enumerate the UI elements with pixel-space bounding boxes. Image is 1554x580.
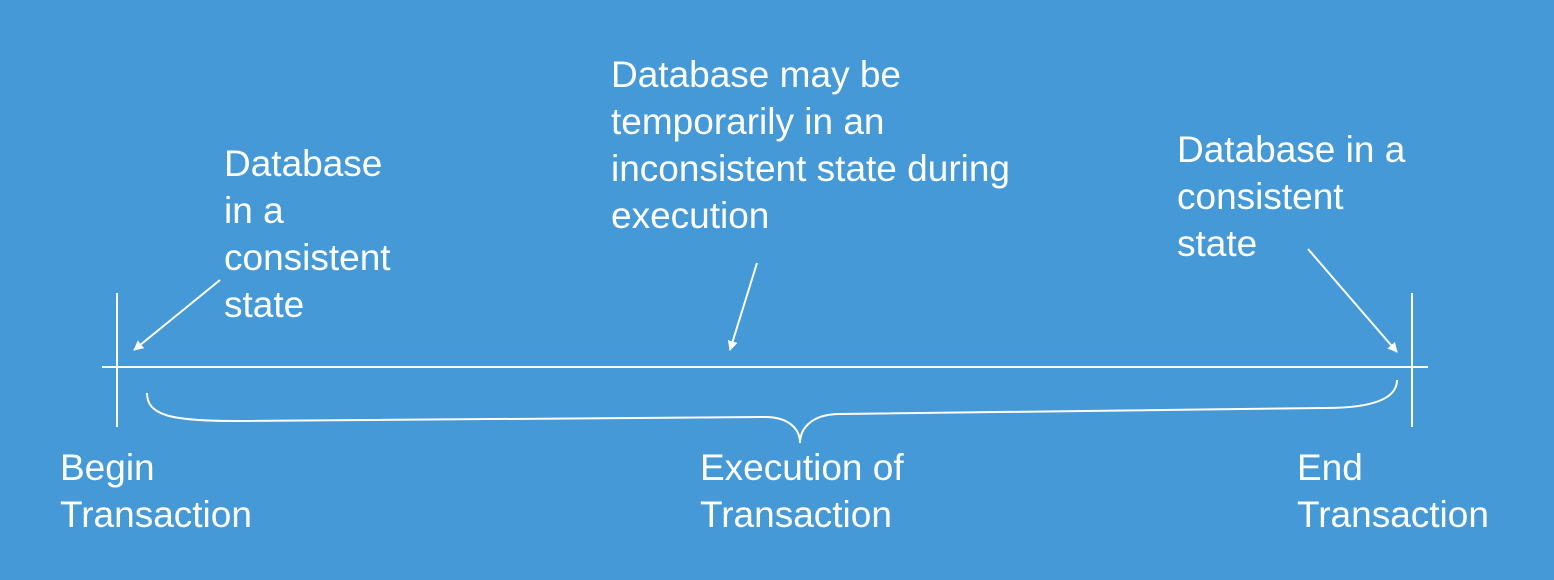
end-state-line: Database in a: [1177, 129, 1406, 170]
end-state-line: state: [1177, 223, 1258, 264]
start-state-line: Database: [224, 143, 383, 184]
end-state-label: Database in a consistent state: [1177, 126, 1405, 267]
execution-line: Execution of: [700, 447, 904, 488]
begin-line: Begin: [60, 447, 155, 488]
middle-state-line: execution: [611, 195, 770, 236]
end-line: Transaction: [1297, 494, 1489, 535]
start-state-line: consistent: [224, 237, 391, 278]
middle-state-line: inconsistent state during: [611, 148, 1011, 189]
begin-transaction-label: Begin Transaction: [60, 444, 252, 538]
middle-state-line: Database may be: [611, 54, 902, 95]
end-line: End: [1297, 447, 1363, 488]
begin-line: Transaction: [60, 494, 252, 535]
execution-brace: [146, 379, 1398, 444]
execution-transaction-label: Execution of Transaction: [700, 444, 904, 538]
start-state-label: Database in a consistent state: [224, 140, 391, 328]
start-state-line: state: [224, 284, 305, 325]
middle-state-arrow: [727, 262, 758, 351]
end-state-arrow: [1307, 248, 1398, 353]
end-transaction-label: End Transaction: [1297, 444, 1489, 538]
end-state-line: consistent: [1177, 176, 1344, 217]
middle-state-line: temporarily in an: [611, 101, 885, 142]
start-state-line: in a: [224, 190, 284, 231]
execution-line: Transaction: [700, 494, 892, 535]
middle-state-label: Database may be temporarily in an incons…: [611, 51, 1010, 239]
start-state-arrow: [133, 279, 221, 351]
